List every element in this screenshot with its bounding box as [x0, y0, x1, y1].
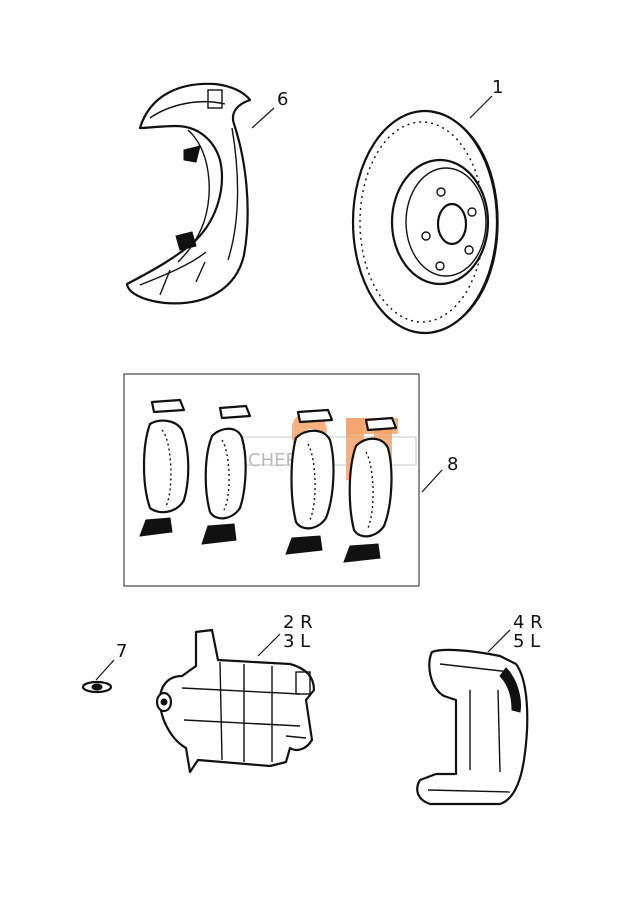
callout-5l: 5 L	[513, 631, 540, 652]
callout-7: 7	[116, 641, 127, 662]
pad-kit-frame	[123, 373, 420, 587]
callout-6: 6	[277, 89, 288, 110]
callout-line-4-5	[487, 629, 511, 653]
caliper-part	[155, 628, 316, 774]
callout-line-1	[469, 95, 493, 119]
brake-pad-3	[285, 408, 335, 555]
callout-line-2-3	[257, 633, 281, 657]
callout-line-7	[95, 659, 115, 681]
dust-shield-part	[125, 82, 252, 305]
callout-1: 1	[492, 77, 503, 98]
bleeder-screw-part	[81, 680, 113, 694]
callout-3l: 3 L	[283, 631, 310, 652]
caliper-bracket-part	[416, 648, 529, 806]
brake-pad-2	[201, 404, 252, 545]
callout-4r: 4 R	[513, 612, 543, 633]
callout-2r: 2 R	[283, 612, 313, 633]
brake-pad-1	[139, 398, 190, 537]
callout-8: 8	[447, 454, 458, 475]
brake-rotor-part	[351, 109, 499, 335]
callout-line-8	[421, 469, 443, 493]
callout-line-6	[251, 107, 275, 129]
brake-pad-4	[343, 416, 398, 563]
